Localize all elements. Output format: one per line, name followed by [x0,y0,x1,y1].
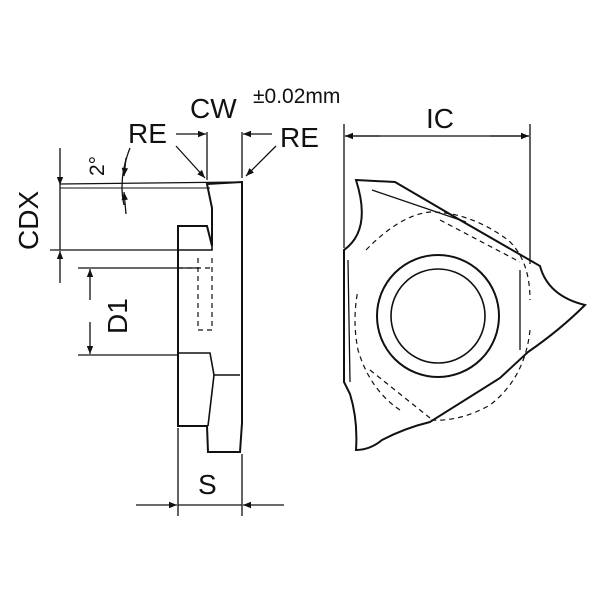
re-left-label: RE [128,118,167,149]
side-view-outline [177,180,243,453]
side-view-inner-step [178,246,213,251]
d1-label: D1 [102,298,133,334]
angle-dimension [59,147,243,215]
s-label: S [198,469,217,500]
front-view [343,178,587,452]
cdx-label: CDX [13,191,44,250]
front-view-hidden-lines [354,211,531,421]
side-view [177,180,243,453]
ic-label: IC [426,103,454,134]
side-view-lower-step [178,352,240,376]
re-right-label: RE [280,122,319,153]
d1-dimension [78,267,198,356]
angle-label: 2° [86,156,109,176]
bore-outer-ring [376,254,500,378]
ic-dimension [343,124,531,264]
front-view-outline [343,178,587,452]
cdx-dimension [50,148,178,283]
front-view-flank [347,181,521,383]
cw-label: CW [190,93,237,124]
side-view-relief [207,374,215,427]
tolerance-label: ±0.02mm [253,85,340,108]
s-dimension [136,428,284,516]
bore-inner-ring [390,268,486,364]
re-leaders [175,145,277,179]
side-view-hidden-lines [178,258,213,331]
cw-dimension [176,130,272,180]
